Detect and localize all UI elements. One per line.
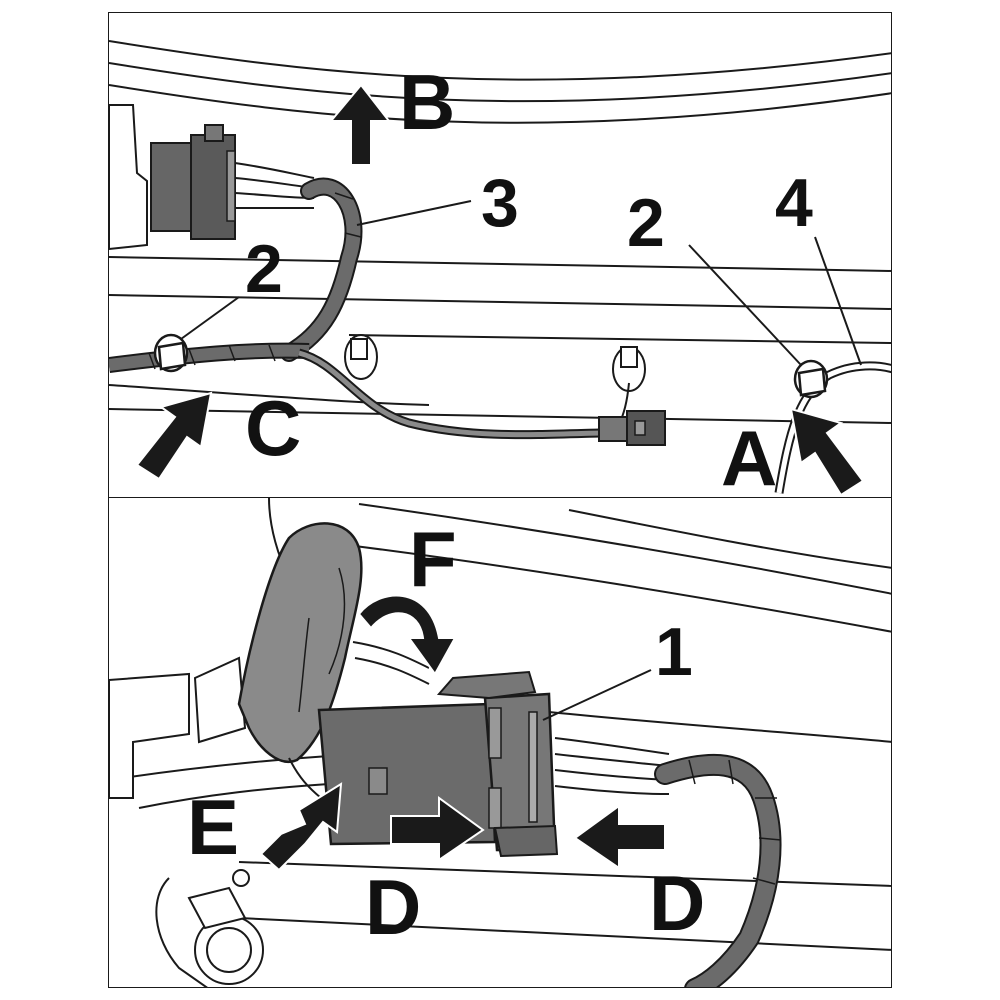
wiring-harness	[654, 753, 782, 987]
callout-2-right: 2	[627, 185, 665, 261]
cable-tie-left	[153, 333, 189, 373]
arrow-left-d	[573, 804, 666, 870]
arrow-right-d	[390, 796, 485, 862]
callout-f: F	[409, 515, 457, 603]
tape-stripes	[688, 759, 782, 885]
bottom-panel-drawing	[109, 498, 891, 987]
arrow-up-b	[328, 83, 392, 166]
direction-arrows	[135, 83, 865, 497]
top-panel: B 3 2 2 4 C A	[108, 12, 892, 498]
callout-d-right: D	[649, 859, 706, 947]
callout-b: B	[399, 58, 456, 146]
arrow-curved-f	[357, 594, 457, 676]
callout-4: 4	[775, 165, 813, 241]
boot-wires	[288, 641, 430, 799]
arrow-diagonal-a	[789, 407, 865, 497]
body-panel-contours	[109, 40, 891, 424]
callout-d-left: D	[365, 863, 422, 951]
callout-a: A	[721, 414, 778, 498]
direction-arrows-d	[390, 796, 666, 870]
left-bracket	[109, 104, 148, 251]
connector-1-wires	[554, 737, 670, 795]
rubber-boot	[237, 522, 363, 763]
harness-clips	[344, 334, 646, 426]
callout-2-left: 2	[245, 231, 283, 307]
body-panel-contours	[109, 498, 891, 951]
bottom-panel: F 1 E D D	[108, 497, 892, 988]
leader-line-1	[542, 669, 652, 721]
arrow-diagonal-e	[259, 782, 343, 872]
top-panel-drawing	[109, 40, 891, 497]
callout-3: 3	[481, 165, 519, 241]
callout-e: E	[187, 783, 240, 871]
leader-lines	[180, 200, 862, 366]
inline-connector	[598, 410, 666, 446]
left-bracket	[109, 656, 264, 987]
cable-tie-right	[793, 359, 829, 399]
arrow-diagonal-c	[135, 391, 213, 481]
tape-stripes	[148, 192, 362, 370]
callout-1: 1	[655, 614, 693, 690]
wiring-harness	[109, 177, 891, 494]
callout-c: C	[245, 384, 302, 472]
connector-3	[150, 124, 236, 240]
